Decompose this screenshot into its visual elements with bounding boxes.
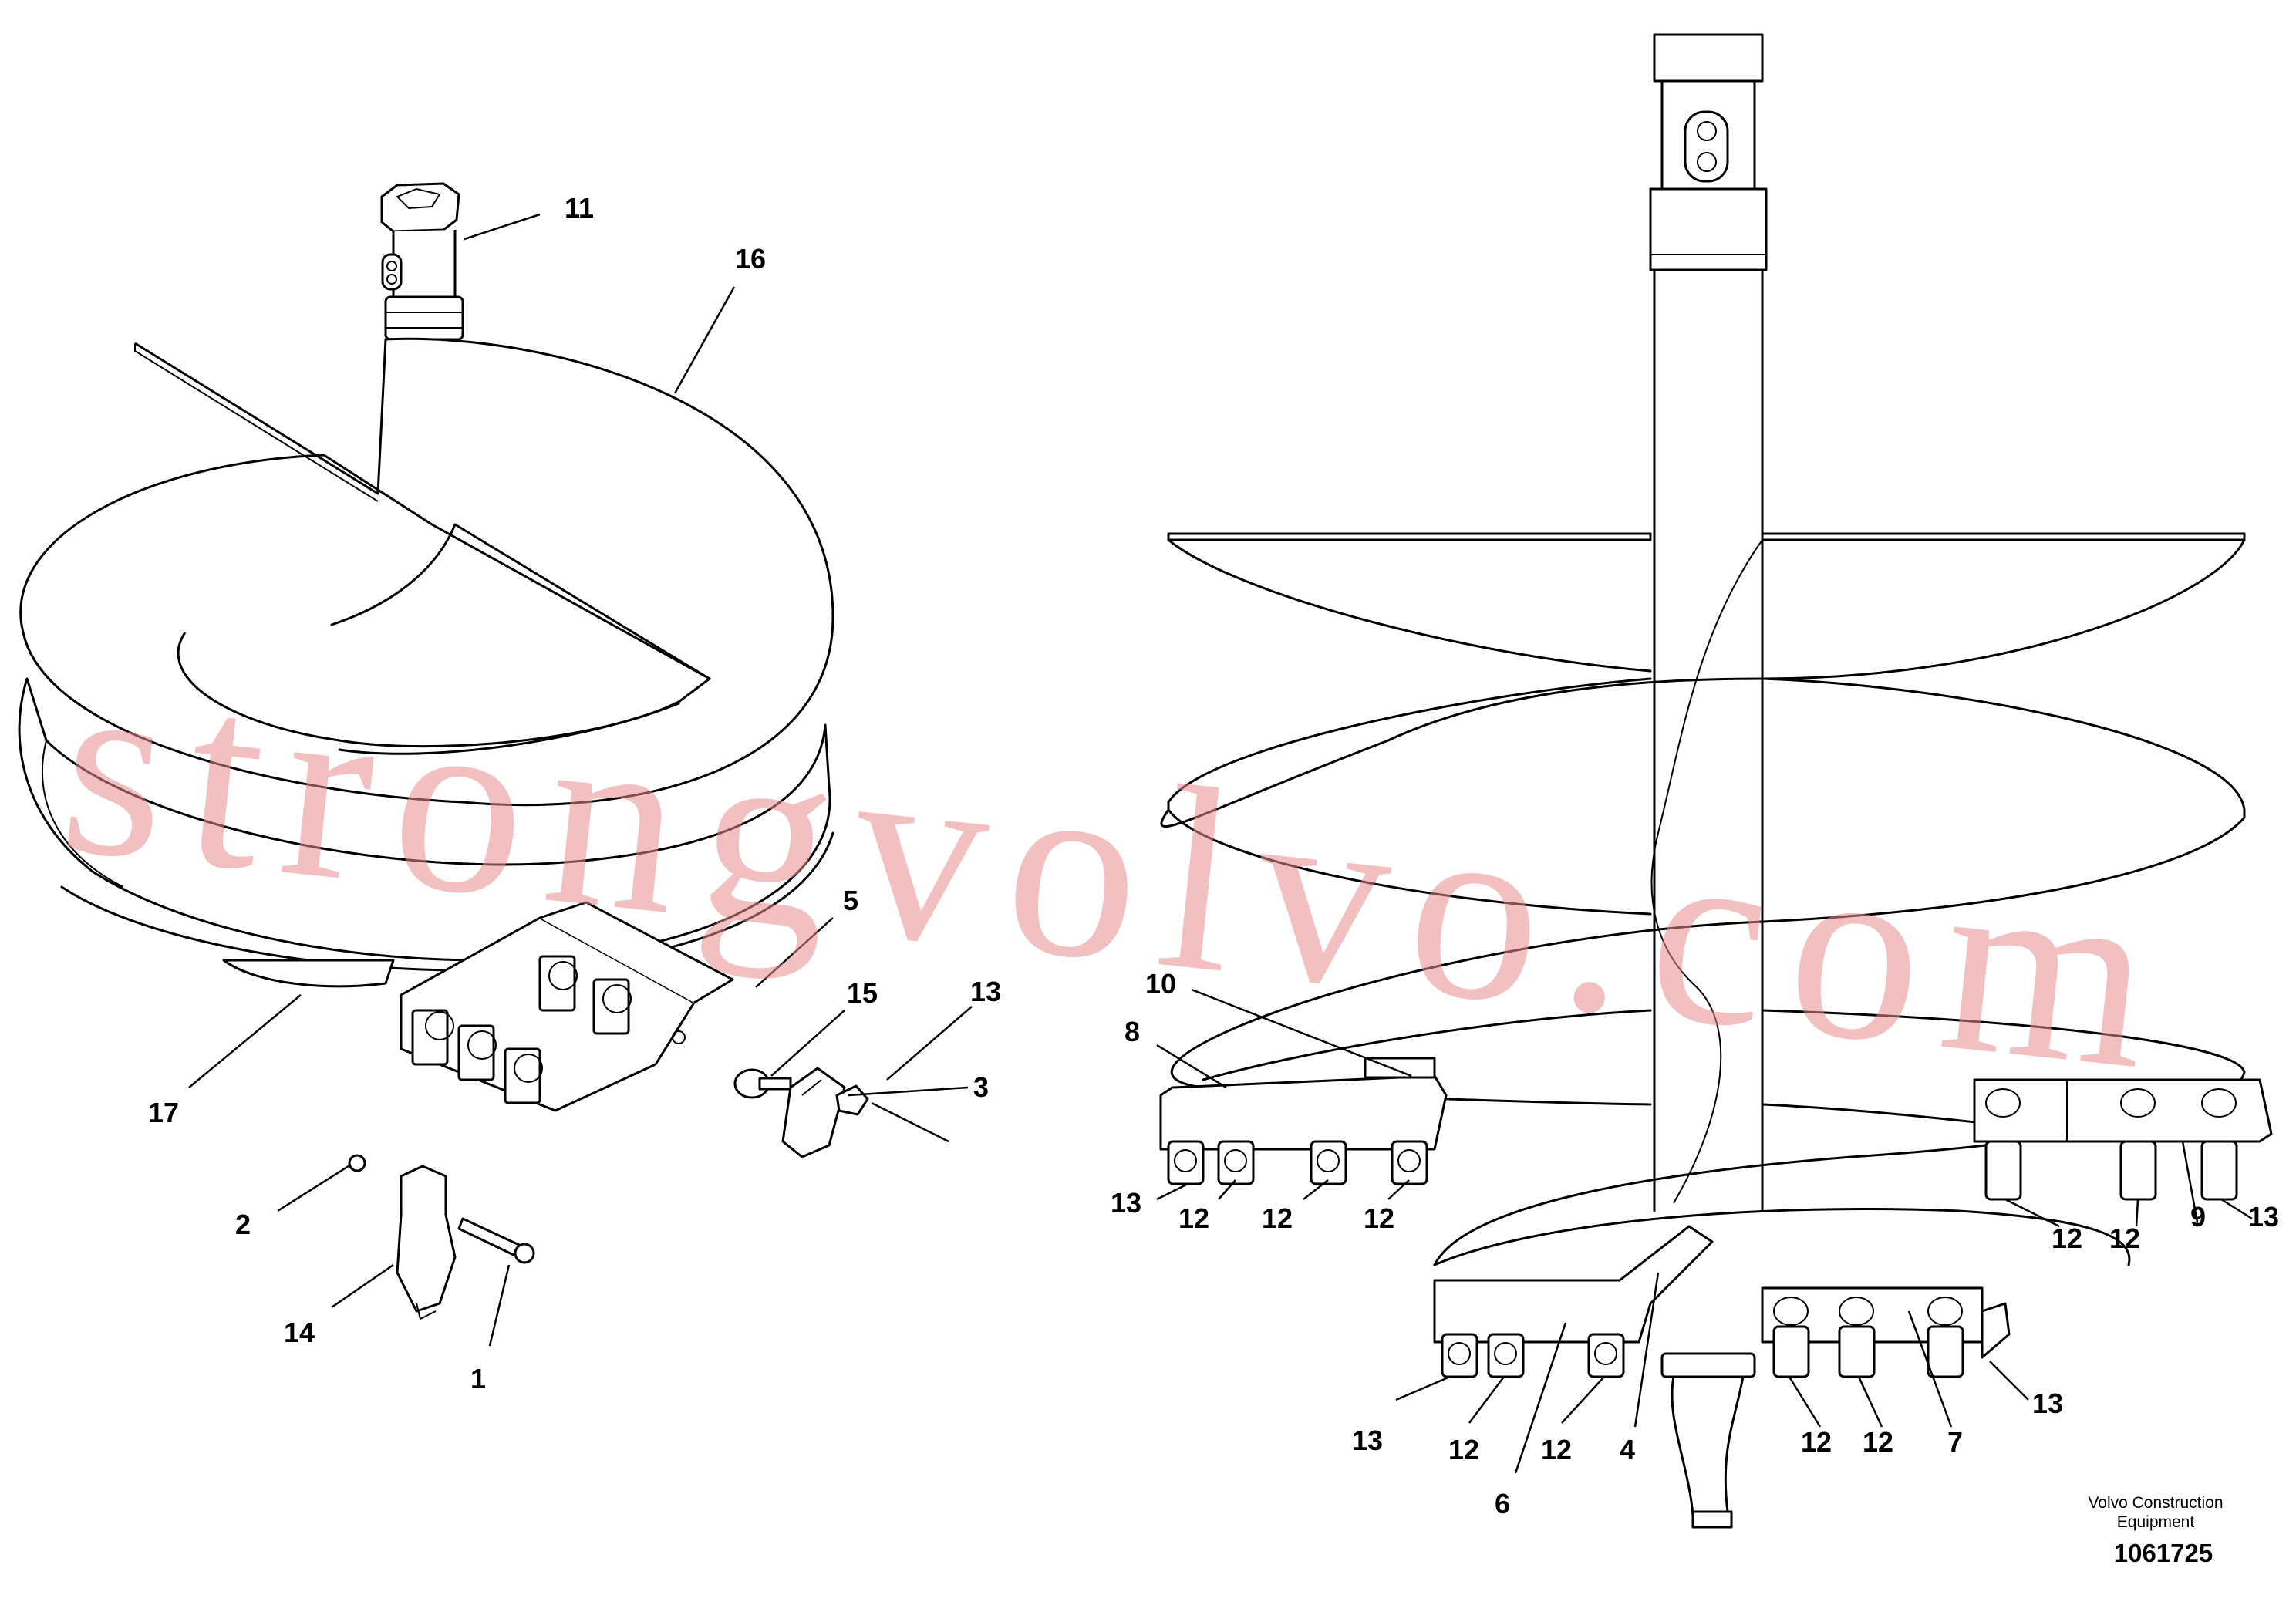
callout-14: 14 <box>284 1317 315 1348</box>
callout-16: 16 <box>735 243 766 275</box>
callout-6: 6 <box>1495 1488 1510 1519</box>
cutter-head-upper-left <box>1159 1057 1448 1185</box>
callout-12: 12 <box>1364 1202 1394 1234</box>
callout-labels: 11 16 5 15 13 3 17 2 14 1 10 8 13 12 12 … <box>148 192 2279 1519</box>
watermark: strongvolvo.com <box>50 615 2186 1126</box>
exploded-tooth-top <box>733 1067 869 1158</box>
left-auger-view <box>18 182 869 1320</box>
callout-15: 15 <box>847 977 878 1009</box>
cutter-head-lower-left <box>1433 1225 1714 1378</box>
callout-7: 7 <box>1947 1426 1963 1458</box>
callout-4: 4 <box>1620 1434 1635 1465</box>
callout-13: 13 <box>2032 1388 2063 1419</box>
callout-12: 12 <box>1801 1426 1832 1458</box>
callout-12: 12 <box>1262 1202 1293 1234</box>
right-auger-view <box>1159 33 2273 1529</box>
right-top-flight <box>1167 532 1652 541</box>
callout-13: 13 <box>1111 1187 1141 1219</box>
top-coupling <box>1653 33 1764 83</box>
callout-12: 12 <box>1541 1434 1572 1465</box>
callout-12: 12 <box>1448 1434 1479 1465</box>
callout-17: 17 <box>148 1097 179 1128</box>
callout-11: 11 <box>565 192 594 224</box>
cutter-head-lower-right <box>1761 1286 2011 1378</box>
callout-12: 12 <box>2109 1222 2140 1254</box>
caption-line-2: Equipment <box>2117 1513 2195 1531</box>
callout-2: 2 <box>235 1209 251 1240</box>
callout-12: 12 <box>2052 1222 2082 1254</box>
callout-8: 8 <box>1124 1016 1140 1047</box>
callout-1: 1 <box>470 1363 486 1394</box>
pilot-cap <box>222 959 395 988</box>
upper-flight <box>19 337 834 807</box>
exploded-tooth-bottom <box>348 1154 535 1320</box>
caption-line-1: Volvo Construction <box>2088 1494 2223 1512</box>
publisher-caption: Volvo Construction Equipment 1061725 <box>2088 1494 2223 1567</box>
cutter-teeth-cluster <box>400 901 734 1112</box>
pilot-bit <box>1660 1352 1756 1529</box>
callout-13: 13 <box>1352 1425 1383 1456</box>
callout-12: 12 <box>1863 1426 1893 1458</box>
lower-flight <box>18 677 831 962</box>
callout-13: 13 <box>970 976 1001 1007</box>
callout-12: 12 <box>1178 1202 1209 1234</box>
drive-coupling <box>380 182 464 341</box>
leader-lines <box>188 213 2253 1474</box>
document-number: 1061725 <box>2114 1539 2213 1567</box>
right-shaft <box>1653 268 1764 1212</box>
callout-5: 5 <box>843 885 858 916</box>
callout-10: 10 <box>1145 968 1176 1000</box>
callout-13: 13 <box>2248 1201 2279 1233</box>
callout-9: 9 <box>2190 1201 2206 1233</box>
callout-3: 3 <box>973 1071 989 1103</box>
cutter-head-upper-right <box>1973 1078 2273 1201</box>
